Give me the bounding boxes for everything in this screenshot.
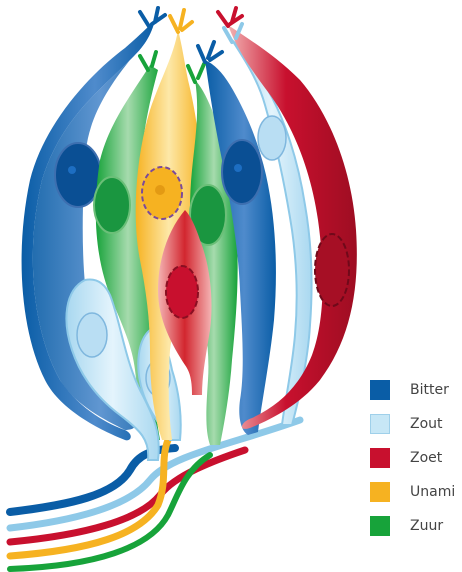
legend-label-zuur: Zuur: [410, 517, 443, 535]
zout-swatch-icon: [370, 414, 390, 434]
legend-label-bitter: Bitter: [410, 381, 449, 399]
bitter-swatch-icon: [370, 380, 390, 400]
nucleus: [77, 313, 107, 357]
legend-label-unami: Unami: [410, 483, 455, 501]
nucleus: [258, 116, 286, 160]
legend-item-zuur: Zuur: [370, 516, 460, 536]
legend: Bitter Zout Zoet Unami Zuur: [370, 380, 460, 550]
nucleus: [315, 234, 349, 306]
legend-item-zoet: Zoet: [370, 448, 460, 468]
zuur-swatch-icon: [370, 516, 390, 536]
unami-swatch-icon: [370, 482, 390, 502]
legend-label-zout: Zout: [410, 415, 443, 433]
nucleus: [166, 266, 198, 318]
zoet-swatch-icon: [370, 448, 390, 468]
nucleus: [94, 177, 130, 233]
legend-item-unami: Unami: [370, 482, 460, 502]
legend-item-bitter: Bitter: [370, 380, 460, 400]
legend-label-zoet: Zoet: [410, 449, 442, 467]
nucleus: [222, 140, 262, 204]
legend-item-zout: Zout: [370, 414, 460, 434]
